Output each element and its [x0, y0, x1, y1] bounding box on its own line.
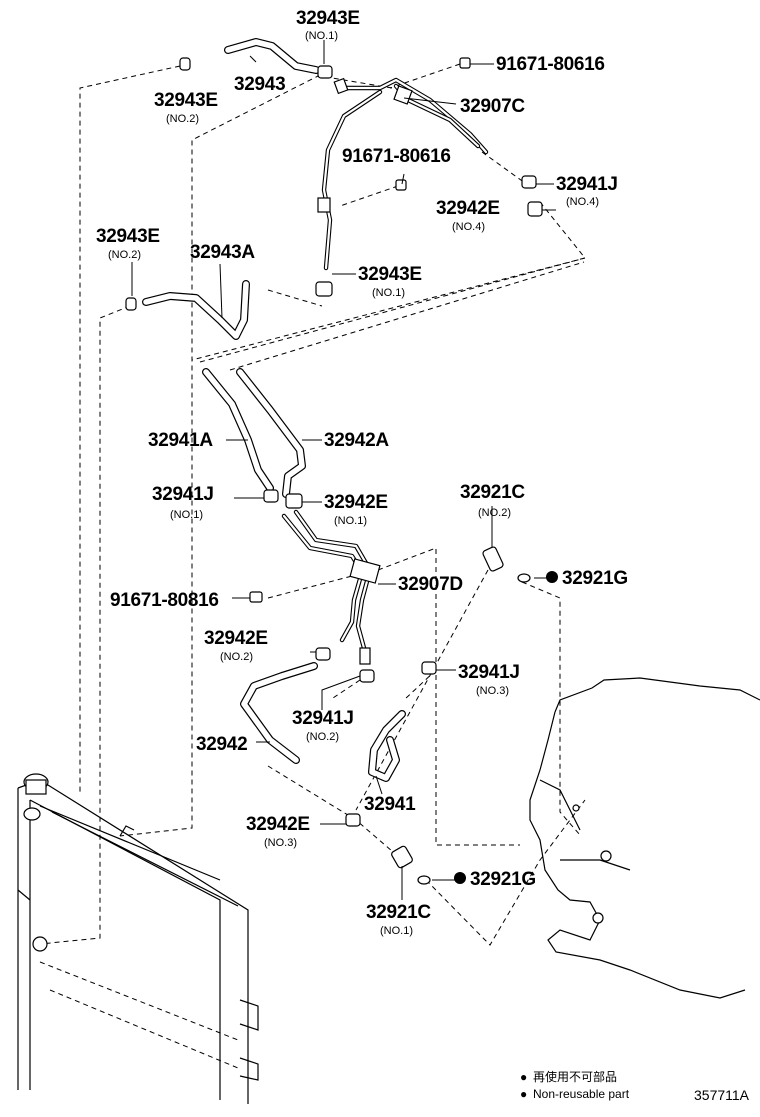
label-32942E-no1: 32942E	[324, 492, 388, 513]
label-32942E-no4: 32942E	[436, 198, 500, 219]
clamp-32941J-no2-icon	[359, 669, 375, 683]
label-32942E-no3: 32942E	[246, 814, 310, 835]
gasket-32921G-lower-icon	[417, 875, 431, 885]
hose-32941	[368, 710, 406, 782]
part-labels: 32943E (NO.1) 32943 32943E (NO.2) 91671-…	[96, 8, 628, 937]
hose-32942A	[236, 368, 306, 498]
legend-text-en: Non-reusable part	[533, 1087, 630, 1101]
label-32942E-no2: 32942E	[204, 628, 268, 649]
label-32943E-no2-top-sub: (NO.2)	[166, 113, 199, 125]
non-reusable-marker-upper-icon	[546, 571, 558, 583]
legend-marker-en: ●	[520, 1087, 527, 1101]
diagram-id: 357711A	[694, 1087, 750, 1103]
label-32943E-no1-top-sub: (NO.1)	[305, 30, 338, 42]
bolt-91671-80616-mid-icon	[395, 179, 407, 191]
label-32943E-no1-mid: 32943E	[358, 264, 422, 285]
clamp-32943E-no2-mid-icon	[125, 297, 137, 311]
engine-outline	[529, 677, 760, 999]
label-32943E-no1-top: 32943E	[296, 8, 360, 29]
label-91671-80616-mid: 91671-80616	[342, 146, 451, 167]
label-32943A: 32943A	[190, 242, 255, 263]
label-32942A: 32942A	[324, 430, 389, 451]
bolt-91671-80816-icon	[249, 591, 263, 603]
label-32943E-no2-top: 32943E	[154, 90, 218, 111]
clamp-32942E-no3-icon	[345, 813, 361, 827]
clamp-32943E-no2-top-icon	[179, 57, 191, 71]
hose-32942	[240, 662, 318, 764]
legend-text-jp: 再使用不可部品	[533, 1069, 617, 1084]
bolt-91671-80616-top-icon	[459, 57, 471, 69]
label-32942E-no3-sub: (NO.3)	[264, 837, 297, 849]
pipe-32907D	[281, 509, 381, 665]
label-32942E-no4-sub: (NO.4)	[452, 221, 485, 233]
radiator-fitting-icon	[32, 936, 48, 952]
label-32921C-no2-sub: (NO.2)	[478, 507, 511, 519]
union-32921C-no2-icon	[482, 546, 504, 572]
leader-lines	[131, 40, 556, 900]
clamp-32941J-no1-icon	[263, 489, 279, 503]
clamp-32942E-no2-icon	[315, 647, 331, 661]
dashed-guide-lines	[39, 63, 586, 946]
label-32941J-no3-sub: (NO.3)	[476, 685, 509, 697]
legend: ● 再使用不可部品 ● Non-reusable part	[520, 1069, 630, 1101]
hose-32943A	[142, 280, 250, 340]
label-32941J-no3: 32941J	[458, 662, 520, 683]
label-32921C-no1-sub: (NO.1)	[380, 925, 413, 937]
clamp-32942E-no1-icon	[285, 493, 303, 509]
label-32921C-no1: 32921C	[366, 902, 431, 923]
label-32942: 32942	[196, 734, 247, 755]
hoses-and-pipes	[142, 38, 489, 782]
label-32921C-no2: 32921C	[460, 482, 525, 503]
label-32941J-no1: 32941J	[152, 484, 214, 505]
clamp-32941J-no3-icon	[421, 661, 437, 675]
label-32941J-no2: 32941J	[292, 708, 354, 729]
radiator	[17, 773, 259, 1104]
label-32943: 32943	[234, 74, 285, 95]
pipe-32907C	[317, 77, 489, 271]
label-32942E-no1-sub: (NO.1)	[334, 515, 367, 527]
label-91671-80616-top: 91671-80616	[496, 54, 605, 75]
clamp-32941J-no4-icon	[521, 175, 537, 189]
label-32941J-no4-sub: (NO.4)	[566, 196, 599, 208]
label-32941J-no4: 32941J	[556, 174, 618, 195]
clamp-32942E-no4-icon	[527, 201, 543, 217]
label-32941J-no1-sub: (NO.1)	[170, 509, 203, 521]
label-32907D: 32907D	[398, 574, 463, 595]
clamp-32943E-no1-mid-icon	[315, 281, 333, 297]
hose-32943	[224, 38, 320, 74]
label-91671-80816: 91671-80816	[110, 590, 219, 611]
label-32907C: 32907C	[460, 96, 525, 117]
clamp-32943E-no1-top-icon	[317, 65, 333, 79]
label-32942E-no2-sub: (NO.2)	[220, 651, 253, 663]
label-32941A: 32941A	[148, 430, 213, 451]
hose-32941A	[202, 368, 274, 492]
label-32941J-no2-sub: (NO.2)	[306, 731, 339, 743]
clamps-and-fittings	[125, 57, 543, 885]
label-32921G-upper: 32921G	[562, 568, 628, 589]
label-32921G-lower: 32921G	[470, 869, 536, 890]
legend-marker-jp: ●	[520, 1070, 527, 1084]
label-32943E-no2-mid: 32943E	[96, 226, 160, 247]
gasket-32921G-upper-icon	[517, 573, 531, 583]
non-reusable-marker-lower-icon	[454, 872, 466, 884]
label-32943E-no2-mid-sub: (NO.2)	[108, 249, 141, 261]
label-32943E-no1-mid-sub: (NO.1)	[372, 287, 405, 299]
label-32941: 32941	[364, 794, 416, 815]
union-32921C-no1-icon	[391, 845, 413, 869]
